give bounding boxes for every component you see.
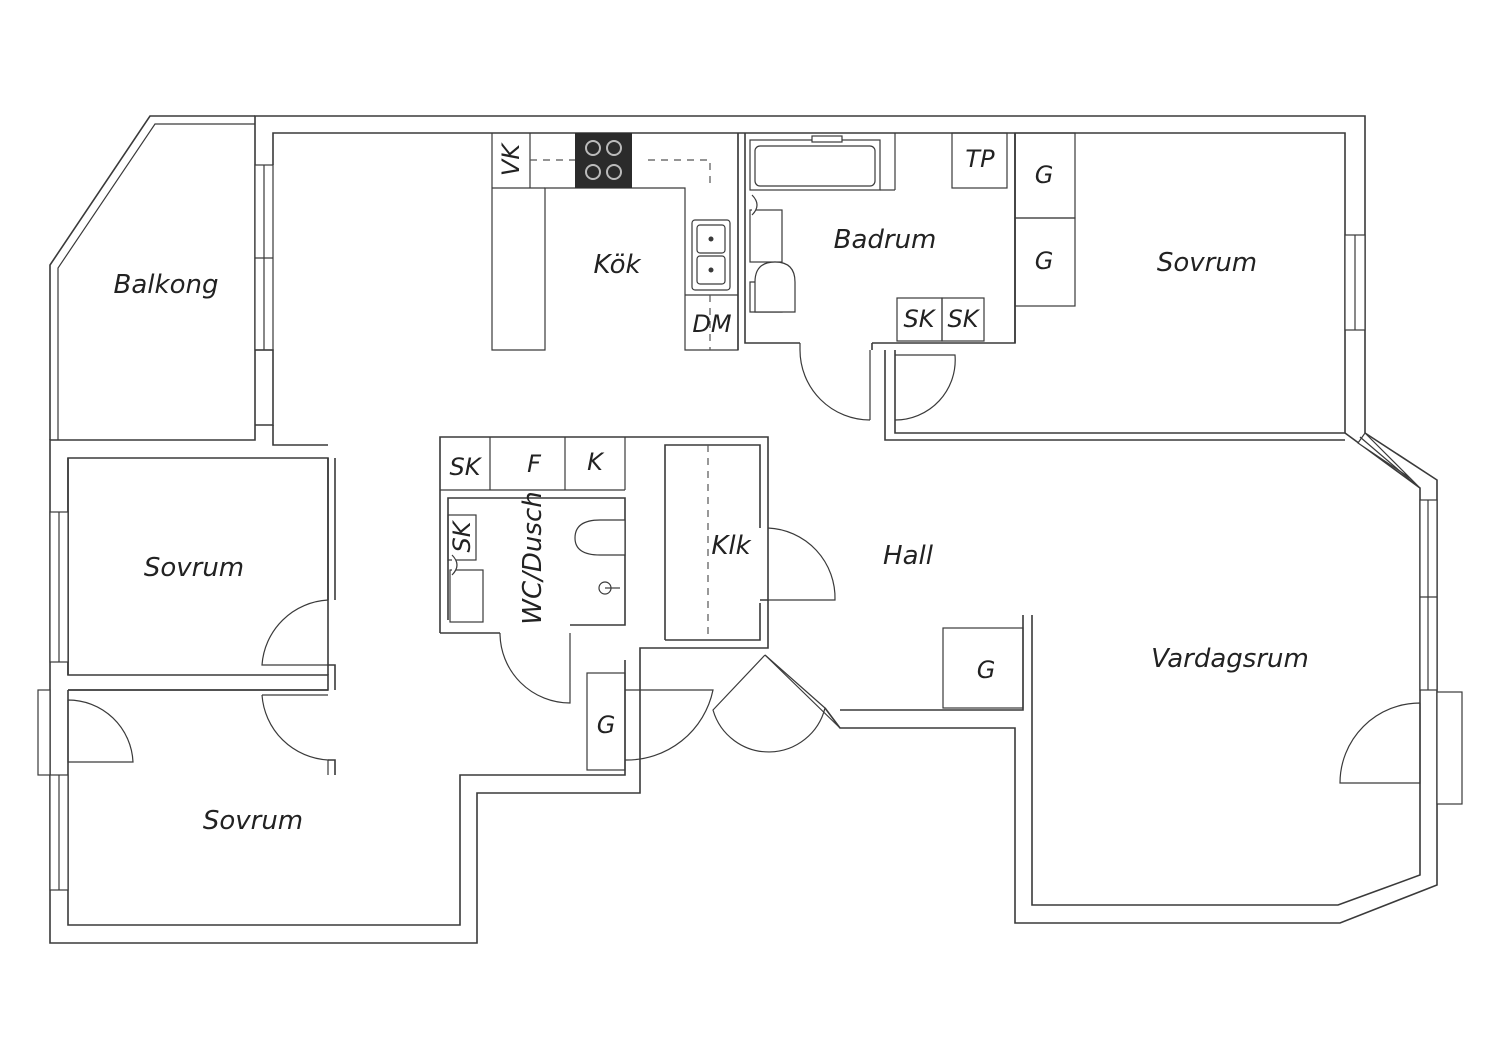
room-label-sovrum-w: Sovrum <box>144 553 244 583</box>
klk-door <box>767 527 836 601</box>
fixture-label-dm: DM <box>692 310 731 338</box>
wc-sink-icon <box>449 569 484 623</box>
living-room-balcony <box>1436 691 1463 805</box>
living-room <box>1339 499 1463 805</box>
bedroom-sw-balcony-door <box>67 699 134 763</box>
room-label-vardagsrum: Vardagsrum <box>1151 644 1309 674</box>
bathroom-sink-icon <box>749 209 783 263</box>
room-label-hall: Hall <box>883 541 934 571</box>
room-label-wc-dusch: WC/Dusch <box>518 491 548 624</box>
room-label-badrum: Badrum <box>834 225 937 255</box>
hall-block <box>439 436 1024 771</box>
room-label-klk: Klk <box>711 531 751 561</box>
fixture-label-g-hall: G <box>977 656 996 684</box>
fixture-label-sk-bath-2: SK <box>948 305 981 333</box>
balcony <box>49 115 328 446</box>
room-label-sovrum-ne: Sovrum <box>1157 248 1257 278</box>
bedroom-sw <box>37 689 336 891</box>
bathroom-door <box>799 343 871 421</box>
fixture-label-k: K <box>587 448 605 476</box>
fixture-label-sk-bath-1: SK <box>904 305 937 333</box>
hall-double-door <box>712 654 826 753</box>
stove-icon <box>575 133 632 188</box>
fixture-label-g-entry: G <box>597 711 616 739</box>
room-label-kok: Kök <box>593 250 641 280</box>
wc-door <box>499 632 571 704</box>
bathroom <box>744 132 1016 421</box>
living-room-balcony-door <box>1339 702 1421 784</box>
room-labels: Balkong Kök Badrum Sovrum Sovrum Sovrum … <box>114 225 1309 836</box>
room-label-sovrum-sw: Sovrum <box>203 806 303 836</box>
fixture-label-g-ne-1: G <box>1035 161 1054 189</box>
kitchen <box>491 133 739 351</box>
entry-door <box>624 689 714 761</box>
fixture-label-g-ne-2: G <box>1035 247 1054 275</box>
bedroom-w-door <box>261 599 329 666</box>
wc-toilet-icon <box>574 519 626 556</box>
fixture-label-tp: TP <box>965 145 995 173</box>
fixture-label-sk-hall: SK <box>450 453 483 481</box>
bedroom-sw-door <box>261 694 329 775</box>
room-label-balkong: Balkong <box>114 270 219 300</box>
bedroom-ne <box>884 132 1421 489</box>
kitchen-sink-icon <box>691 219 731 291</box>
fixture-label-vk: VK <box>497 142 525 176</box>
fixture-label-f: F <box>527 450 542 478</box>
bedroom-ne-door <box>894 354 956 421</box>
fixture-label-sk-wc: SK <box>448 519 476 552</box>
bedroom-sw-balcony <box>37 689 51 776</box>
fixture-labels: VK DM TP SK SK G G SK F K SK G G <box>448 142 1053 739</box>
